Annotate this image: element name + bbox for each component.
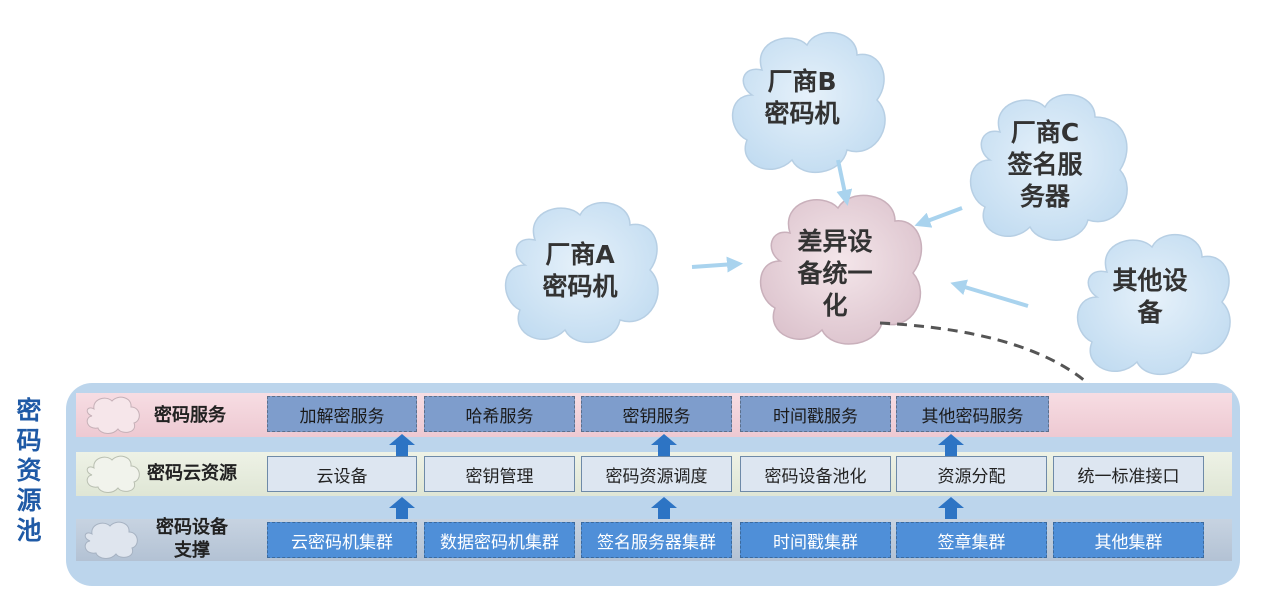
support-layer-cloud-icon <box>84 521 138 559</box>
resource-item: 资源分配 <box>896 456 1047 492</box>
arrow-vendor-c-to-center <box>914 206 963 228</box>
cloud-vendor-b-label: 厂商B 密码机 <box>764 67 840 128</box>
service-item: 密钥服务 <box>581 396 732 432</box>
cloud-vendor-a <box>504 201 659 344</box>
cloud-other-devices-label: 其他设 备 <box>1112 266 1188 327</box>
up-arrow-icon <box>938 497 964 519</box>
up-arrow-icon <box>651 497 677 519</box>
support-item: 云密码机集群 <box>267 522 417 558</box>
resource-item: 密码资源调度 <box>581 456 732 492</box>
support-item: 签章集群 <box>896 522 1047 558</box>
cloud-other-devices <box>1076 233 1231 376</box>
cloud-vendor-a-label: 厂商A 密码机 <box>542 240 618 301</box>
support-item: 签名服务器集群 <box>581 522 732 558</box>
cloud-center-label: 差异设 备统一 化 <box>797 227 873 320</box>
service-item: 时间戳服务 <box>740 396 891 432</box>
arrow-vendor-b-to-center <box>836 159 853 206</box>
resource-layer-label: 密码云资源 <box>147 463 237 484</box>
resource-item: 云设备 <box>267 456 417 492</box>
arrow-other-to-center <box>950 279 1029 308</box>
up-arrow-icon <box>651 434 677 456</box>
service-item: 其他密码服务 <box>896 396 1049 432</box>
up-arrow-icon <box>389 434 415 456</box>
cloud-vendor-b <box>731 31 886 174</box>
resource-pool-title: 密码资源池 <box>16 396 42 545</box>
service-layer-label: 密码服务 <box>154 405 226 426</box>
resource-layer-cloud-icon <box>86 455 140 493</box>
support-item: 数据密码机集群 <box>424 522 575 558</box>
cloud-vendor-c <box>969 93 1128 241</box>
resource-item: 密钥管理 <box>424 456 575 492</box>
up-arrow-icon <box>389 497 415 519</box>
service-item: 加解密服务 <box>267 396 417 432</box>
service-item: 哈希服务 <box>424 396 575 432</box>
arrow-vendor-a-to-center <box>691 256 743 273</box>
support-item: 时间戳集群 <box>740 522 891 558</box>
service-layer-cloud-icon <box>86 396 140 434</box>
up-arrow-icon <box>938 434 964 456</box>
support-layer-label: 密码设备 支撑 <box>156 517 228 561</box>
resource-item-unified-interface: 统一标准接口 <box>1053 456 1204 492</box>
cloud-vendor-c-label: 厂商C 签名服 务器 <box>1007 118 1083 211</box>
dashed-arrow-to-interface <box>879 321 1136 459</box>
resource-item: 密码设备池化 <box>740 456 891 492</box>
support-item: 其他集群 <box>1053 522 1204 558</box>
